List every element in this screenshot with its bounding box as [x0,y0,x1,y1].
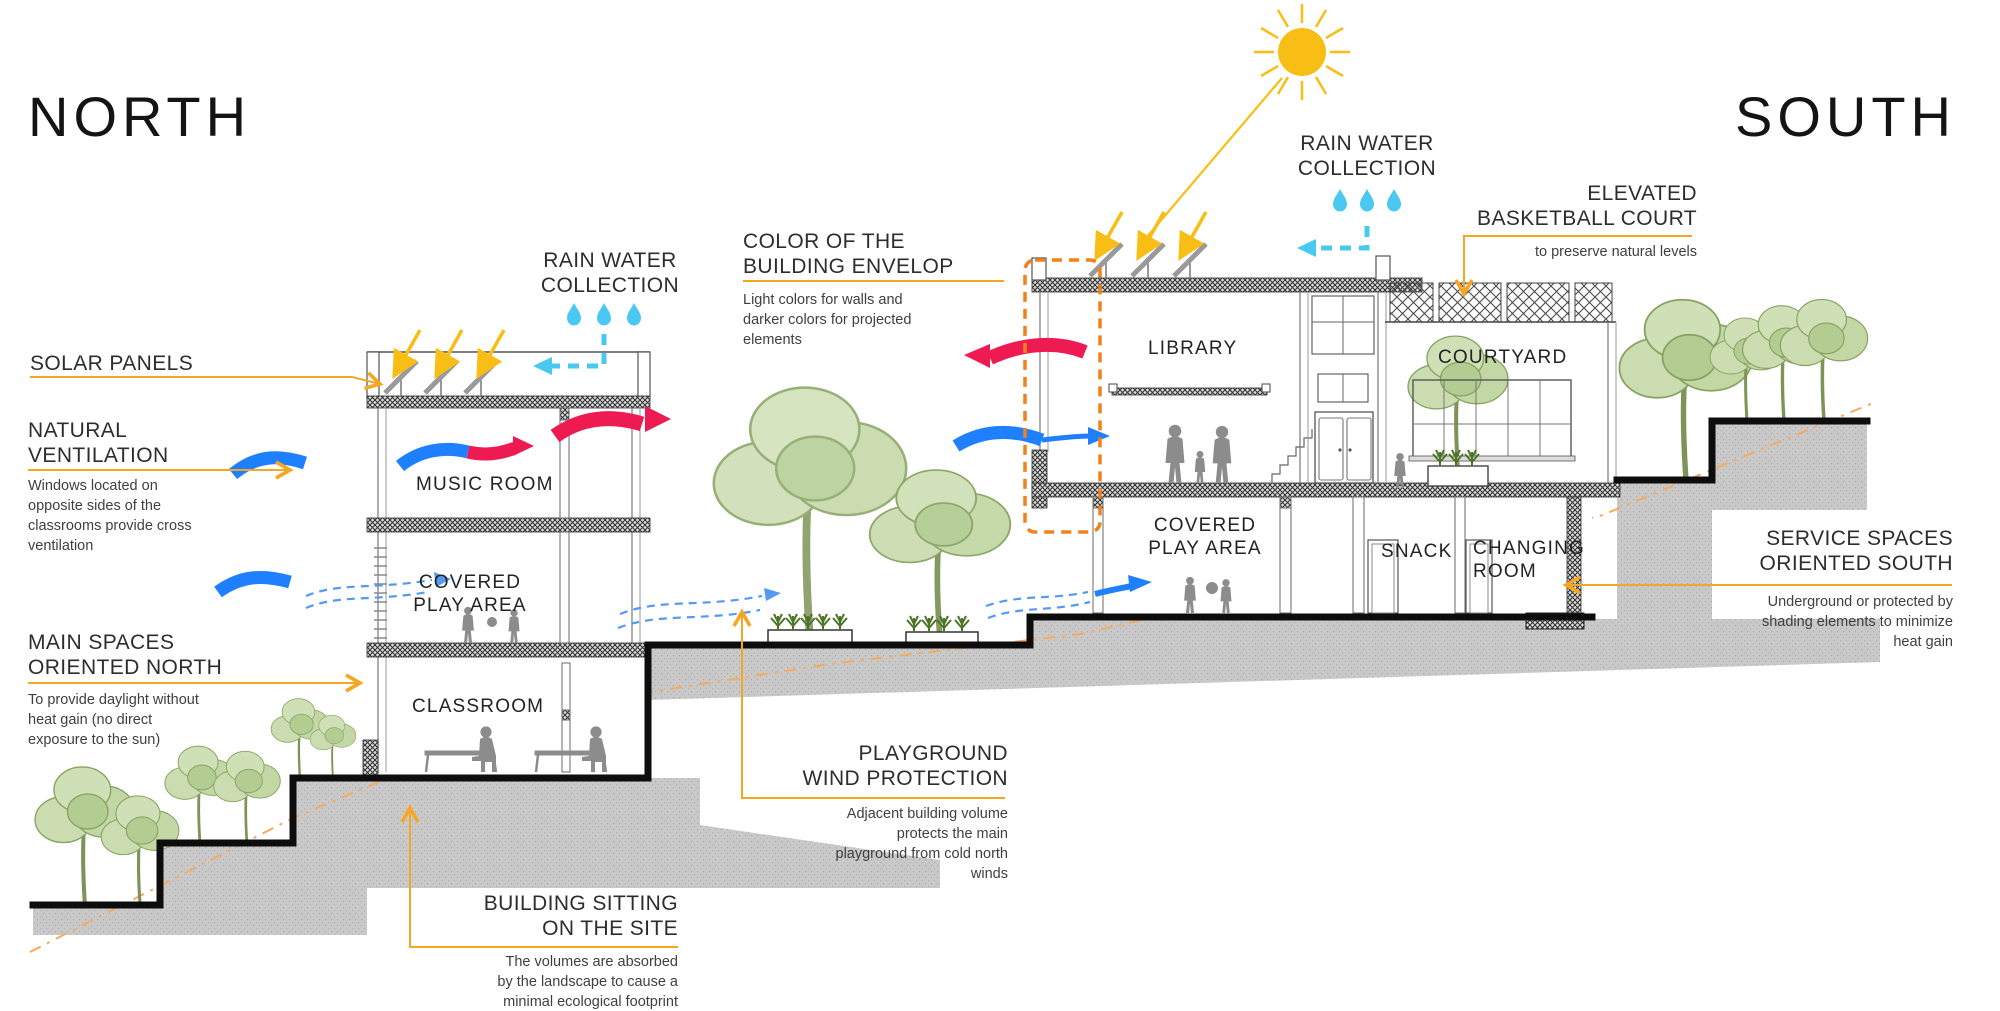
sun-ray-arrows [392,211,1208,380]
sun-icon [1145,4,1350,239]
room-label-covered-play-north: COVERED PLAY AREA [413,572,527,616]
basketball-court-fence-icon [1385,282,1616,323]
playground-planting [714,388,1011,646]
room-label-music-room: MUSIC ROOM [416,474,554,495]
callout-elevated-court-body: to preserve natural levels [1535,244,1697,260]
callout-playground-wind-title: PLAYGROUND WIND PROTECTION [802,742,1008,790]
ventilation-arrows [214,337,1152,630]
room-label-library: LIBRARY [1148,338,1238,359]
callout-main-spaces-title: MAIN SPACES ORIENTED NORTH [28,631,223,679]
callout-playground-wind-body: Adjacent building volume protects the ma… [835,806,1009,882]
callout-elevated-court-title: ELEVATED BASKETBALL COURT [1477,182,1697,230]
rain-drops-north-icon [567,303,641,326]
callout-building-sitting-title: BUILDING SITTING ON THE SITE [483,892,678,940]
room-label-courtyard: COURTYARD [1438,347,1568,368]
callout-natural-ventilation-title: NATURAL VENTILATION [28,419,169,467]
callout-building-envelope-title: COLOR OF THE BUILDING ENVELOP [743,230,954,278]
terrain-profile-line [29,417,1871,909]
room-label-changing-room: CHANGING ROOM [1473,538,1585,582]
callout-solar-panels-title: SOLAR PANELS [30,352,194,375]
callout-main-spaces-body: To provide daylight without heat gain (n… [28,692,199,748]
callout-building-envelope-body: Light colors for walls and darker colors… [743,292,912,348]
solar-panels-south-icon [1088,242,1208,278]
callout-natural-ventilation-body: Windows located on opposite sides of the… [28,478,192,554]
room-label-snack: SNACK [1381,541,1453,562]
rain-collection-arrow-north [533,334,607,375]
callout-service-spaces-title: SERVICE SPACES ORIENTED SOUTH [1759,527,1953,575]
rain-drops-south-icon [1333,189,1401,212]
annotation-lines [28,235,1952,948]
envelope-highlight-box [1023,258,1102,534]
room-label-covered-play-south: COVERED PLAY AREA [1148,515,1262,559]
callout-service-spaces-body: Underground or protected by shading elem… [1761,594,1953,650]
room-label-classroom: CLASSROOM [412,696,545,717]
callout-rain-water-south-title: RAIN WATER COLLECTION [1297,132,1437,180]
south-label: SOUTH [1735,85,1956,148]
callout-building-sitting-body: The volumes are absorbed by the landscap… [497,954,678,1010]
callout-rain-water-north-title: RAIN WATER COLLECTION [540,249,680,297]
north-label: NORTH [28,85,252,148]
rain-collection-arrow-south [1297,226,1370,257]
south-building [1031,242,1621,630]
